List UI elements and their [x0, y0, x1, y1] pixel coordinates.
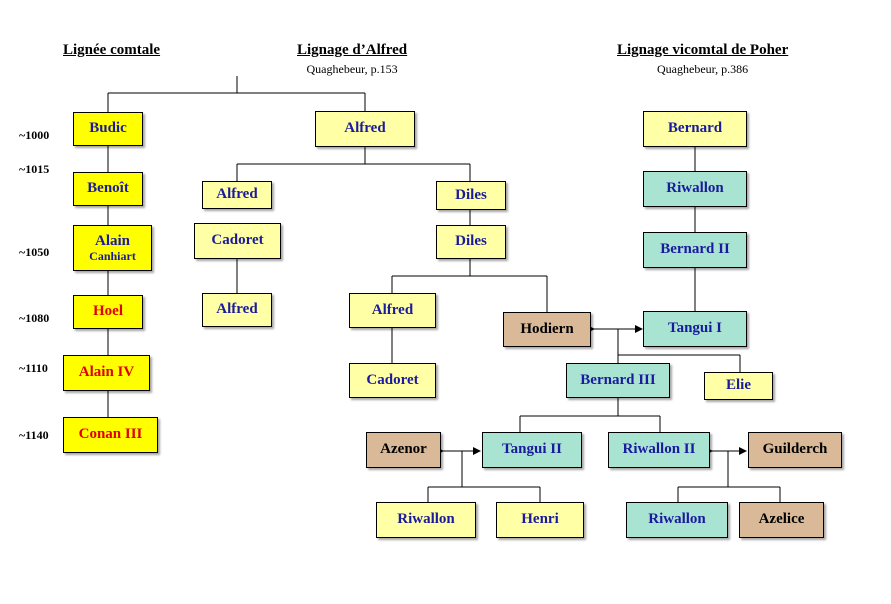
person-guilderch: Guilderch [748, 432, 842, 468]
person-name: Cadoret [366, 371, 419, 388]
person-name: Tangui II [502, 441, 562, 458]
person-henri: Henri [496, 502, 584, 538]
header-poher-ref: Quaghebeur, p.386 [657, 62, 749, 76]
year-label: ~1000 [19, 128, 50, 142]
person-alfred-a: Alfred [202, 181, 272, 209]
person-name: Azelice [758, 511, 805, 528]
person-name: Riwallon [666, 180, 724, 197]
person-alain-canhiart: Alain Canhiart [73, 225, 152, 271]
person-diles: Diles [436, 181, 506, 210]
person-riwallon-b: Riwallon [626, 502, 728, 538]
person-riwallon-a: Riwallon [376, 502, 476, 538]
person-alfred-b: Alfred [349, 293, 436, 328]
person-name: Diles [455, 233, 487, 250]
person-name: Hodiern [520, 320, 574, 337]
person-name: Alfred [216, 186, 258, 203]
header-comtale: Lignée comtale [63, 42, 161, 58]
person-hoel: Hoel [73, 295, 143, 329]
person-diles-2: Diles [436, 225, 506, 259]
person-bernard: Bernard [643, 111, 747, 147]
year-label: ~1050 [19, 245, 50, 259]
person-alfred-root: Alfred [315, 111, 415, 147]
person-name: Alfred [344, 120, 386, 137]
person-name: Conan III [78, 426, 143, 443]
person-name: Diles [455, 186, 487, 203]
year-label: ~1015 [19, 162, 50, 176]
person-name: Cadoret [211, 232, 264, 249]
person-riwallon: Riwallon [643, 171, 747, 207]
person-name: Budic [89, 120, 127, 137]
year-label: ~1140 [19, 428, 49, 442]
header-alfred: Lignage d’Alfred [297, 42, 408, 58]
person-budic: Budic [73, 112, 143, 146]
person-alfred-a-child: Alfred [202, 293, 272, 327]
person-name: Bernard II [660, 241, 730, 258]
person-name: Hoel [93, 303, 123, 320]
person-name: Alfred [371, 301, 414, 318]
person-name: Riwallon [648, 511, 706, 528]
person-tangui-ii: Tangui II [482, 432, 582, 468]
person-tangui-i: Tangui I [643, 311, 747, 347]
person-name: Riwallon [397, 511, 455, 528]
person-alain-iv: Alain IV [63, 355, 150, 391]
person-name: Bernard III [580, 371, 656, 388]
person-name: Alfred [216, 301, 258, 318]
person-name: Riwallon II [622, 441, 696, 458]
person-name: Azenor [380, 441, 427, 458]
person-name: Benoît [87, 180, 129, 197]
person-name: Tangui I [667, 320, 723, 337]
year-label: ~1080 [19, 311, 50, 325]
person-name: Alain [94, 232, 130, 249]
person-surname: Canhiart [89, 248, 136, 263]
header-poher: Lignage vicomtal de Poher [617, 42, 789, 58]
person-name: Guilderch [762, 441, 828, 458]
person-bernard-ii: Bernard II [643, 232, 747, 268]
person-cadoret-b: Cadoret [349, 363, 436, 398]
person-hodiern: Hodiern [503, 312, 591, 347]
year-label: ~1110 [19, 361, 48, 375]
person-name: Alain IV [78, 364, 135, 381]
person-cadoret-a: Cadoret [194, 223, 281, 259]
person-azelice: Azelice [739, 502, 824, 538]
person-name: Bernard [667, 120, 723, 137]
person-bernard-iii: Bernard III [566, 363, 670, 398]
person-elie: Elie [704, 372, 773, 400]
person-riwallon-ii: Riwallon II [608, 432, 710, 468]
header-alfred-ref: Quaghebeur, p.153 [306, 62, 398, 76]
person-benoit: Benoît [73, 172, 143, 206]
person-name: Henri [521, 511, 559, 528]
person-azenor: Azenor [366, 432, 441, 468]
person-name: Elie [726, 377, 751, 394]
person-conan-iii: Conan III [63, 417, 158, 453]
